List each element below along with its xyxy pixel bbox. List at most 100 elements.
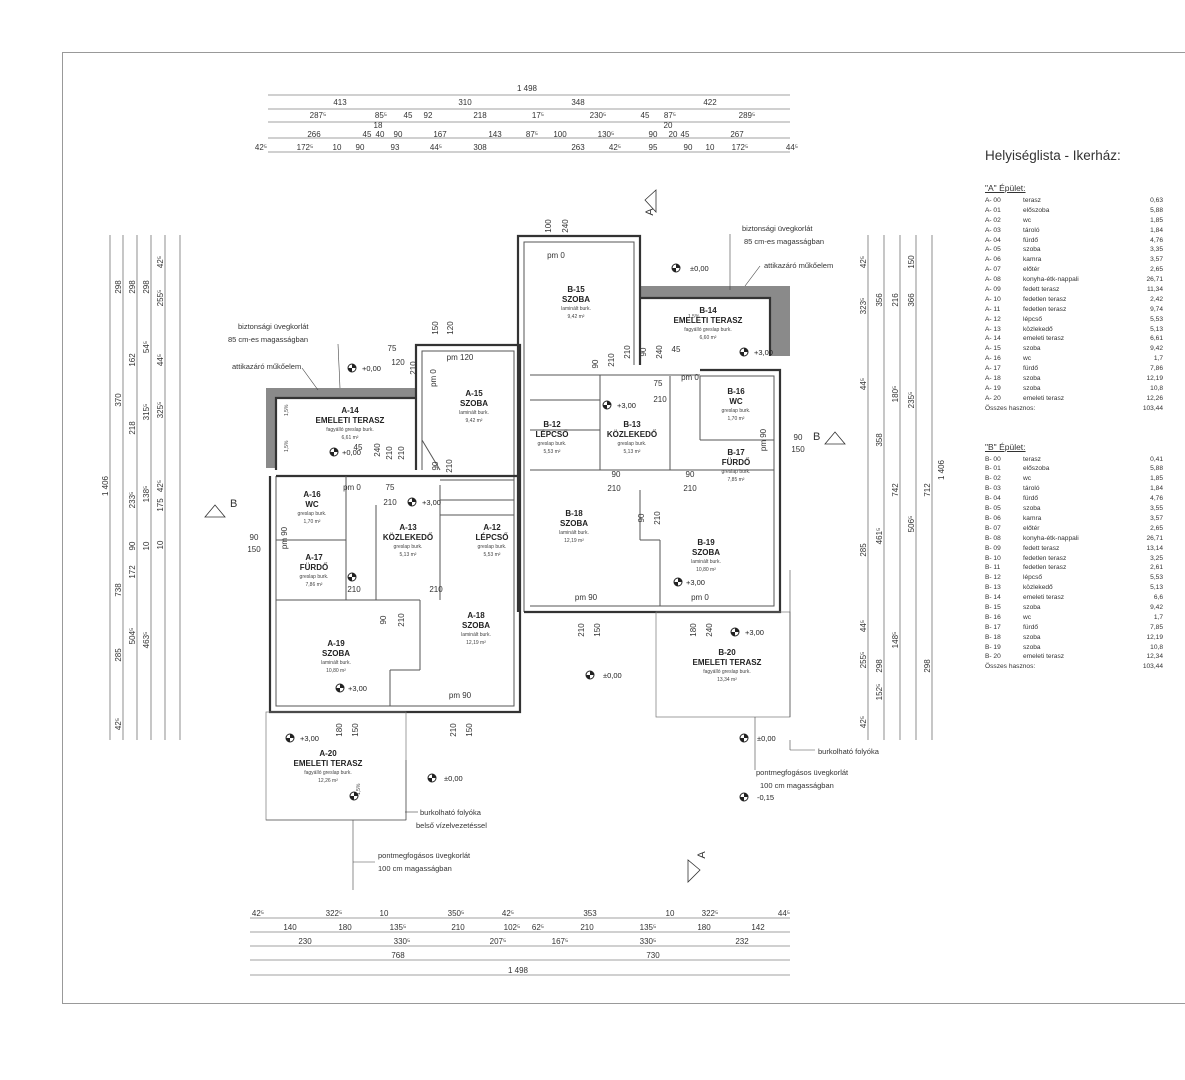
room-code: A- 02 — [985, 216, 1001, 224]
room-area: 3,35 — [1150, 246, 1163, 254]
dim-label: 90 — [637, 513, 646, 522]
room-code: A- 00 — [985, 197, 1001, 204]
room-code: B- 00 — [985, 455, 1001, 463]
dim-label: 461⁵ — [875, 528, 884, 545]
dim-label: 42⁵ — [859, 256, 868, 268]
room-area: 12,19 m² — [466, 640, 486, 646]
dim-label: 10 — [156, 540, 165, 549]
dim-label: 210 — [409, 361, 418, 375]
note-glass-rail: pontmegfogásos üvegkorlát — [378, 851, 471, 860]
room-area: 7,86 — [1150, 365, 1163, 373]
slope-label: 1,5% — [284, 404, 290, 416]
dim-label: pm 90 — [280, 526, 289, 549]
room-area: 2,42 — [1150, 295, 1163, 303]
room-code: A- 18 — [985, 375, 1001, 383]
dim-top-total: 1 498 — [517, 84, 538, 93]
dim-label: 102⁵ — [504, 923, 521, 932]
room-name: terasz — [1023, 197, 1041, 204]
dim-label: 210 — [397, 446, 406, 460]
dim-label: 267 — [730, 130, 744, 139]
room-name: szoba — [1023, 505, 1041, 513]
room-name: fürdő — [1023, 236, 1039, 244]
room-code: A-14 — [341, 406, 359, 415]
dim-label: 240 — [705, 623, 714, 637]
elevation-marker: ±0,00 — [671, 263, 709, 273]
dim-label: 330⁵ — [394, 937, 411, 946]
room-code: B- 12 — [985, 574, 1001, 582]
room-finish: greslap burk. — [722, 408, 751, 414]
left-dimension-chains: 1 406 298 370 738 285 42⁵ 298 162 218 23… — [101, 235, 181, 740]
room-code: A-20 — [319, 749, 337, 758]
dim-label: 210 — [383, 498, 397, 507]
dim-label: 120 — [391, 358, 405, 367]
elevation-label: +3,00 — [422, 498, 441, 507]
room-name: FÜRDŐ — [722, 458, 750, 467]
room-name: fedetlen terasz — [1023, 305, 1067, 313]
room-area: 13,14 — [1146, 544, 1163, 552]
dim-label: 232 — [735, 937, 749, 946]
section-a-heading: "A" Épület: — [985, 183, 1026, 193]
room-name: szoba — [1023, 345, 1041, 353]
dim-label: 323⁵ — [859, 298, 868, 315]
dim-label: 45 — [404, 111, 413, 120]
room-area: 5,88 — [1150, 206, 1163, 214]
dim-label: 322⁵ — [702, 909, 719, 918]
room-code: B- 05 — [985, 505, 1001, 513]
room-code: A- 10 — [985, 295, 1001, 303]
dim-label: 210 — [347, 585, 361, 594]
attika-hatch — [266, 388, 276, 468]
room-code: A- 09 — [985, 286, 1001, 294]
room-a14: A-14 EMELETI TERASZ fagyálló greslap bur… — [316, 406, 385, 441]
elevation-label: +3,00 — [686, 578, 705, 587]
room-b15: B-15 SZOBA laminált burk. 9,42 m² — [561, 285, 591, 320]
elevation-marker: +3,00 — [739, 347, 773, 357]
room-area: 1,85 — [1150, 475, 1163, 483]
elevation-marker: +0,00 — [329, 447, 361, 457]
room-area: 7,85 — [1150, 623, 1163, 631]
room-code: B- 07 — [985, 524, 1001, 532]
elevation-label: ±0,00 — [444, 774, 463, 783]
room-area: 5,13 m² — [624, 449, 641, 455]
dim-label: 210 — [445, 459, 454, 473]
dim-label: 210 — [607, 353, 616, 367]
dim-label: 100 — [544, 219, 553, 233]
room-name: emeleti terasz — [1023, 653, 1065, 661]
room-area: 10,8 — [1150, 643, 1163, 651]
dim-label: 18 — [374, 121, 383, 130]
room-name: LÉPCSŐ — [536, 430, 569, 439]
room-area: 6,60 m² — [700, 335, 717, 341]
dim-label: 370 — [114, 393, 123, 407]
room-name: FÜRDŐ — [300, 563, 328, 572]
room-area: 26,71 — [1146, 534, 1163, 542]
room-area: 3,25 — [1150, 554, 1163, 562]
dim-label: 150 — [431, 321, 440, 335]
room-finish: laminált burk. — [459, 410, 489, 416]
room-name: tároló — [1023, 226, 1040, 234]
room-finish: greslap burk. — [394, 544, 423, 550]
room-finish: greslap burk. — [538, 441, 567, 447]
room-name: közlekedő — [1023, 325, 1053, 333]
dim-label: 150 — [593, 623, 602, 637]
room-name: fürdő — [1023, 365, 1039, 373]
room-code: B- 14 — [985, 594, 1001, 602]
dim-label: 90 — [649, 130, 658, 139]
dim-label: 298 — [923, 659, 932, 673]
dim-label: 17⁵ — [532, 111, 544, 120]
dim-label: 298 — [114, 280, 123, 294]
room-labels: A-14 EMELETI TERASZ fagyálló greslap bur… — [294, 285, 762, 784]
room-name: WC — [729, 397, 743, 406]
dim-label: 167 — [433, 130, 447, 139]
note-glass-rail: 100 cm magasságban — [760, 781, 834, 790]
dim-label: 506⁵ — [907, 516, 916, 533]
elevation-marker: +3,00 — [285, 733, 319, 743]
